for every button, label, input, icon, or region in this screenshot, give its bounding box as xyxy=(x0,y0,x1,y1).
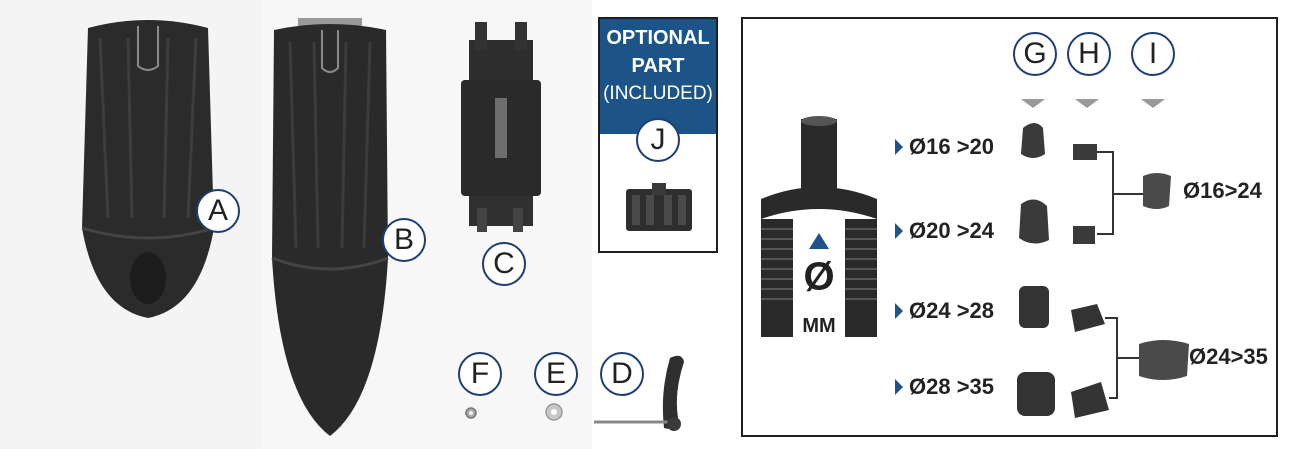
optional-included: (INCLUDED) xyxy=(603,83,713,104)
range-arrow-icon xyxy=(895,379,903,395)
pointer-g-icon xyxy=(1021,99,1045,108)
label-g: G xyxy=(1013,32,1057,76)
nut-f-image xyxy=(465,407,477,419)
optional-title-part: PART xyxy=(631,55,685,77)
label-a: A xyxy=(196,189,240,233)
combined-16-24: Ø16>24 xyxy=(1183,178,1262,203)
optional-part-header: OPTIONAL PART (INCLUDED) xyxy=(600,19,716,134)
combined-24-35: Ø24>35 xyxy=(1189,344,1268,369)
optional-part-j-image xyxy=(626,183,692,231)
range-24-28: Ø24 >28 xyxy=(909,298,995,323)
shims-diagram xyxy=(1017,123,1189,418)
quick-release-d-image xyxy=(594,355,684,431)
optional-part-box: OPTIONAL PART (INCLUDED) J xyxy=(598,17,718,253)
clamp-c-image xyxy=(461,22,541,232)
range-arrow-icon xyxy=(895,223,903,239)
mudguard-a-image xyxy=(81,20,215,318)
label-d: D xyxy=(600,352,644,396)
pointer-i-icon xyxy=(1141,99,1165,108)
range-16-20: Ø16 >20 xyxy=(909,134,995,159)
fork-diagram xyxy=(761,116,877,337)
pointer-h-icon xyxy=(1075,99,1099,108)
label-h: H xyxy=(1067,32,1111,76)
label-i: I xyxy=(1131,32,1175,76)
label-c: C xyxy=(482,242,526,286)
label-f: F xyxy=(458,352,502,396)
range-arrow-icon xyxy=(895,139,903,155)
diameter-symbol: Ø xyxy=(803,255,835,299)
range-20-24: Ø20 >24 xyxy=(909,218,995,243)
shim-size-box: G H I Ø MM Ø16 >20 Ø20 >24 Ø24 >28 Ø28 xyxy=(741,17,1278,437)
washer-e-image xyxy=(545,403,563,421)
mudguard-b-image xyxy=(271,18,389,436)
optional-title: OPTIONAL xyxy=(606,27,710,49)
label-j: J xyxy=(636,118,680,162)
label-b: B xyxy=(382,218,426,262)
diameter-unit: MM xyxy=(802,315,836,337)
range-28-35: Ø28 >35 xyxy=(909,374,995,399)
label-e: E xyxy=(534,352,578,396)
range-arrow-icon xyxy=(895,303,903,319)
